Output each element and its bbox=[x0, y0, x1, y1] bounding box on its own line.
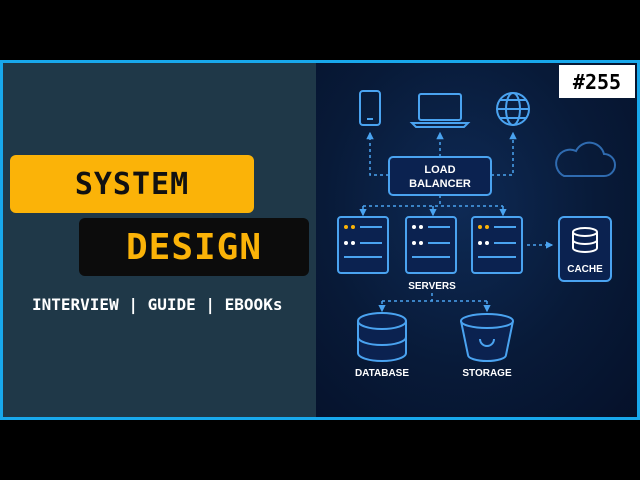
globe-icon bbox=[496, 92, 530, 126]
thumbnail-frame: SYSTEM DESIGN INTERVIEW | GUIDE | EBOOKs bbox=[0, 60, 640, 420]
mobile-phone-icon bbox=[359, 90, 381, 126]
load-balancer-node: LOAD BALANCER bbox=[388, 156, 492, 196]
laptop-icon bbox=[409, 93, 471, 128]
title-design-box: DESIGN bbox=[79, 218, 309, 276]
server-2-icon bbox=[405, 216, 457, 274]
server-connectors bbox=[359, 195, 507, 217]
server-1-icon bbox=[337, 216, 389, 274]
storage-bucket-icon bbox=[460, 313, 514, 362]
title-system: SYSTEM bbox=[74, 166, 190, 202]
storage-label: STORAGE bbox=[462, 368, 512, 379]
server-3-icon bbox=[471, 216, 523, 274]
cloud-icon bbox=[555, 141, 616, 177]
episode-badge: #255 bbox=[559, 65, 635, 98]
database-label: DATABASE bbox=[355, 368, 409, 379]
database-icon bbox=[357, 312, 407, 362]
episode-number: #255 bbox=[572, 69, 622, 94]
subtitle: INTERVIEW | GUIDE | EBOOKs bbox=[32, 295, 283, 314]
cache-node: CACHE bbox=[558, 216, 612, 282]
cache-label: CACHE bbox=[567, 264, 603, 275]
title-design: DESIGN bbox=[125, 226, 263, 268]
client-connectors bbox=[366, 131, 517, 176]
load-balancer-label-line1: LOAD bbox=[424, 164, 455, 176]
servers-label: SERVERS bbox=[408, 281, 456, 292]
load-balancer-label-line2: BALANCER bbox=[409, 178, 471, 190]
title-system-box: SYSTEM bbox=[10, 155, 254, 213]
system-architecture-diagram: LOAD BALANCER bbox=[337, 90, 616, 379]
cache-database-icon bbox=[572, 227, 598, 253]
storage-connectors bbox=[378, 293, 491, 313]
